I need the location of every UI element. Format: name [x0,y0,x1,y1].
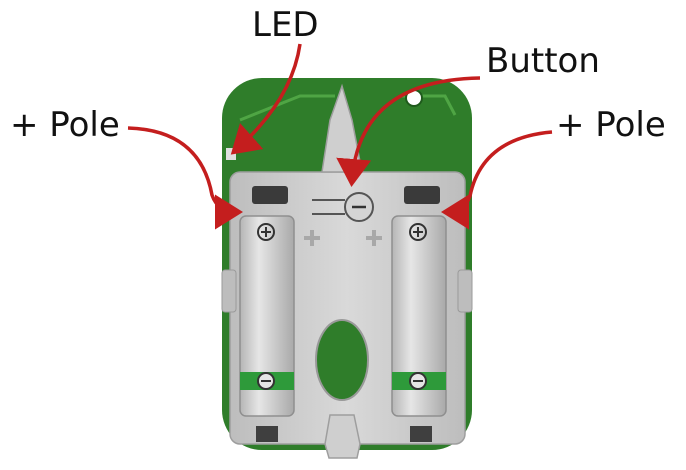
plus-symbol-icon [409,223,427,241]
terminal-left [252,186,288,204]
terminal-right [404,186,440,204]
plus-symbol-icon [304,230,382,246]
arrow-pole-left [127,126,243,230]
label-button: Button [486,41,600,81]
label-pole-right: + Pole [556,105,666,145]
label-pole-left: + Pole [10,105,120,145]
callout-arrows [127,43,553,230]
center-window [315,319,369,401]
battery-cell-left [239,215,295,417]
led-component [226,148,236,160]
plus-symbol-icon [257,223,275,241]
label-led: LED [252,5,319,45]
battery-cell-right [391,215,447,417]
arrow-led [230,43,302,155]
arrow-button [336,76,481,187]
arrow-pole-right [441,130,553,230]
